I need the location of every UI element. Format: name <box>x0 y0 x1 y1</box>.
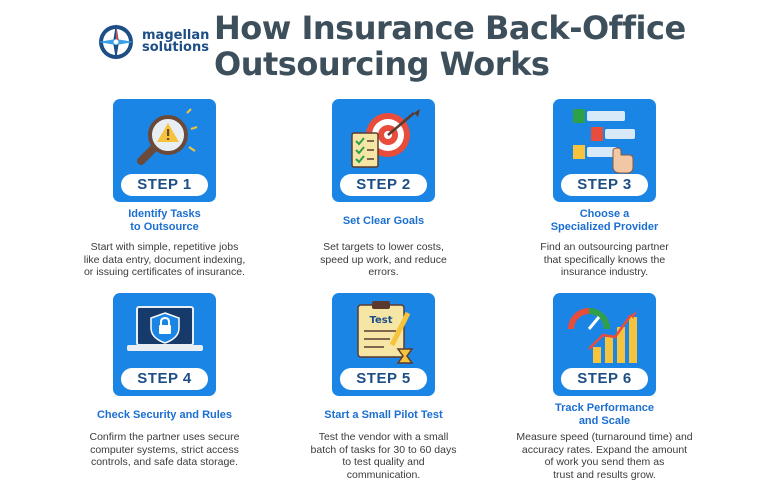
step-3-desc-line2: that specifically knows the <box>543 253 666 266</box>
step-6-badge: STEP 6 <box>561 368 648 390</box>
step-2-desc-line1: Set targets to lower costs, <box>323 241 444 253</box>
step-6-icon-tile: STEP 6 <box>553 293 656 396</box>
gauge-growth-chart-icon <box>568 308 637 363</box>
step-1-description: Start with simple, repetitive jobs like … <box>52 241 277 279</box>
numbered-list-select-icon <box>573 109 635 174</box>
page-title-line2: Outsourcing Works <box>214 45 550 83</box>
test-clipboard-hourglass-icon: Test <box>357 301 414 364</box>
step-1-title-line2: to Outsource <box>130 221 199 233</box>
brand-logo: magellan solutions <box>96 22 209 62</box>
step-5-desc-line2: batch of tasks for 30 to 60 days <box>310 443 457 456</box>
step-2-desc-line2: speed up work, and reduce <box>320 253 447 266</box>
step-3-title-line1: Choose a <box>579 208 630 220</box>
magnifier-warning-icon <box>137 108 198 165</box>
brand-name-line2: solutions <box>142 40 209 55</box>
step-4-title-line1: Check Security and Rules <box>96 409 233 421</box>
step-1-badge: STEP 1 <box>121 174 208 196</box>
step-5-title-line1: Start a Small Pilot Test <box>324 409 443 421</box>
step-1-icon-tile: STEP 1 <box>113 99 216 202</box>
step-card-4: STEP 4 Check Security and Rules Confirm … <box>52 293 277 483</box>
step-4-description: Confirm the partner uses secure computer… <box>52 431 277 469</box>
step-6-title: Track Performance and Scale <box>492 402 717 428</box>
step-6-title-line1: Track Performance <box>554 402 655 414</box>
step-5-icon-tile: Test STEP 5 <box>332 293 435 396</box>
target-checklist-icon <box>351 109 420 168</box>
step-5-description: Test the vendor with a small batch of ta… <box>271 431 496 481</box>
step-card-5: Test STEP 5 Start a Small Pilot Test Tes… <box>271 293 496 483</box>
step-3-icon-tile: STEP 3 <box>553 99 656 202</box>
step-4-icon-tile: STEP 4 <box>113 293 216 396</box>
step-3-desc-line1: Find an outsourcing partner <box>540 241 669 253</box>
step-2-badge: STEP 2 <box>340 174 427 196</box>
step-4-desc-line3: controls, and safe data storage. <box>90 456 239 468</box>
step-5-badge: STEP 5 <box>340 368 427 390</box>
brand-name-line1: magellan <box>142 28 210 43</box>
step-4-desc-line2: computer systems, strict access <box>90 443 239 456</box>
step-6-desc-line2: accuracy rates. Expand the amount <box>521 443 688 456</box>
step-6-description: Measure speed (turnaround time) and accu… <box>492 431 717 481</box>
step-1-desc-line3: or issuing certificates of insurance. <box>83 266 246 278</box>
step-4-badge: STEP 4 <box>121 368 208 390</box>
step-5-desc-line3: to test quality and <box>342 456 425 468</box>
step-card-3: STEP 3 Choose a Specialized Provider Fin… <box>492 99 717 289</box>
step-2-icon-tile: STEP 2 <box>332 99 435 202</box>
step-5-desc-line4: communication. <box>346 468 421 481</box>
step-4-title: Check Security and Rules <box>52 409 277 422</box>
step-1-title-line1: Identify Tasks <box>128 208 201 220</box>
step-card-2: STEP 2 Set Clear Goals Set targets to lo… <box>271 99 496 289</box>
step-card-1: STEP 1 Identify Tasks to Outsource Start… <box>52 99 277 289</box>
step-1-desc-line1: Start with simple, repetitive jobs <box>90 241 239 253</box>
step-3-title-line2: Specialized Provider <box>550 221 659 233</box>
step-6-title-line2: and Scale <box>578 415 631 427</box>
step-6-desc-line4: trust and results grow. <box>553 468 656 481</box>
step-5-title: Start a Small Pilot Test <box>271 409 496 422</box>
step-6-desc-line3: of work you send them as <box>544 456 665 468</box>
step-6-desc-line1: Measure speed (turnaround time) and <box>516 431 693 443</box>
step-card-6: STEP 6 Track Performance and Scale Measu… <box>492 293 717 483</box>
laptop-shield-lock-icon <box>127 306 203 351</box>
step-1-title: Identify Tasks to Outsource <box>52 208 277 234</box>
step-2-description: Set targets to lower costs, speed up wor… <box>271 241 496 279</box>
step-5-desc-line1: Test the vendor with a small <box>318 431 449 443</box>
step-3-description: Find an outsourcing partner that specifi… <box>492 241 717 279</box>
test-label: Test <box>369 315 392 326</box>
step-3-title: Choose a Specialized Provider <box>492 208 717 234</box>
step-2-title-line1: Set Clear Goals <box>342 215 425 227</box>
step-2-title: Set Clear Goals <box>271 215 496 228</box>
step-2-desc-line3: errors. <box>368 266 399 278</box>
step-4-desc-line1: Confirm the partner uses secure <box>89 431 240 443</box>
compass-logo-icon <box>98 24 134 60</box>
step-3-desc-line3: insurance industry. <box>560 266 649 278</box>
step-3-badge: STEP 3 <box>561 174 648 196</box>
page-title-line1: How Insurance Back-Office <box>214 9 686 47</box>
page-title: How Insurance Back-Office Outsourcing Wo… <box>214 10 686 82</box>
step-1-desc-line2: like data entry, document indexing, <box>83 253 246 266</box>
